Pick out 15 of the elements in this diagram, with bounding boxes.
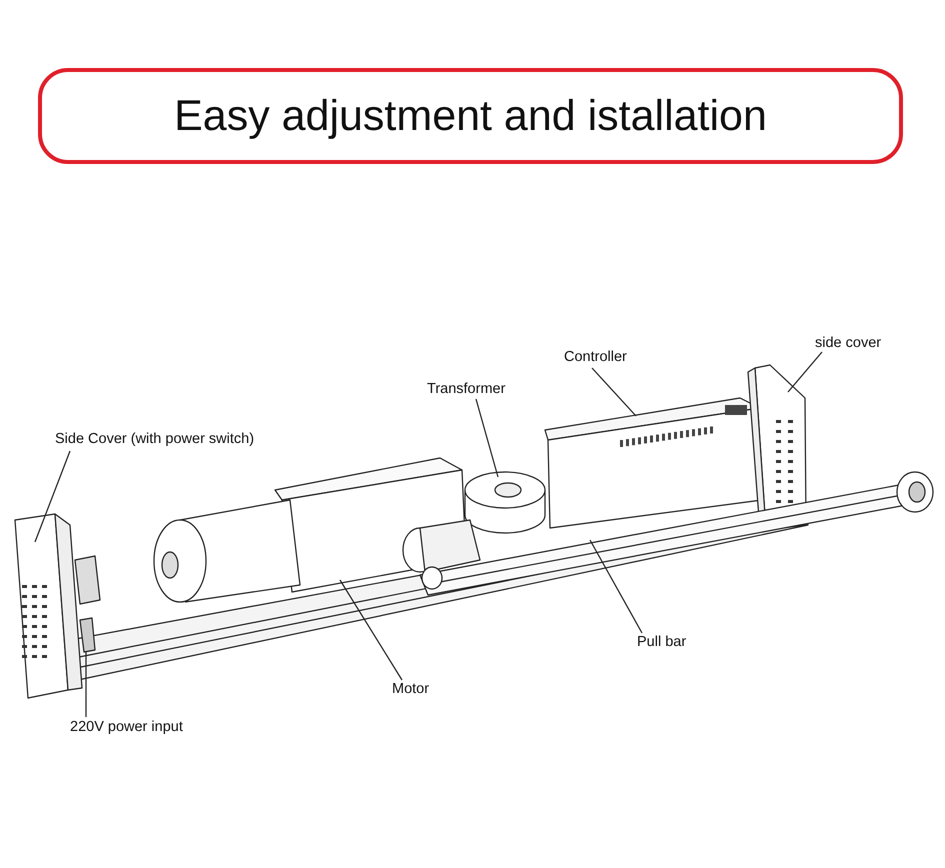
leader-line <box>85 652 87 717</box>
part-label: side cover <box>815 335 882 352</box>
part-label: Side Cover (with power switch) <box>55 431 254 448</box>
part-label: Transformer <box>427 381 506 398</box>
leader-line <box>589 540 643 634</box>
leader-line <box>592 368 636 416</box>
part-label: Pull bar <box>637 634 686 652</box>
part-label: Controller <box>564 349 627 366</box>
leader-line <box>475 398 499 478</box>
leader-line <box>788 352 822 392</box>
leader-line <box>34 450 71 542</box>
leader-line <box>340 580 402 680</box>
title-banner: Easy adjustment and istallation <box>38 68 903 164</box>
part-label: Motor <box>392 681 430 698</box>
part-label: 220V power input <box>70 719 183 736</box>
